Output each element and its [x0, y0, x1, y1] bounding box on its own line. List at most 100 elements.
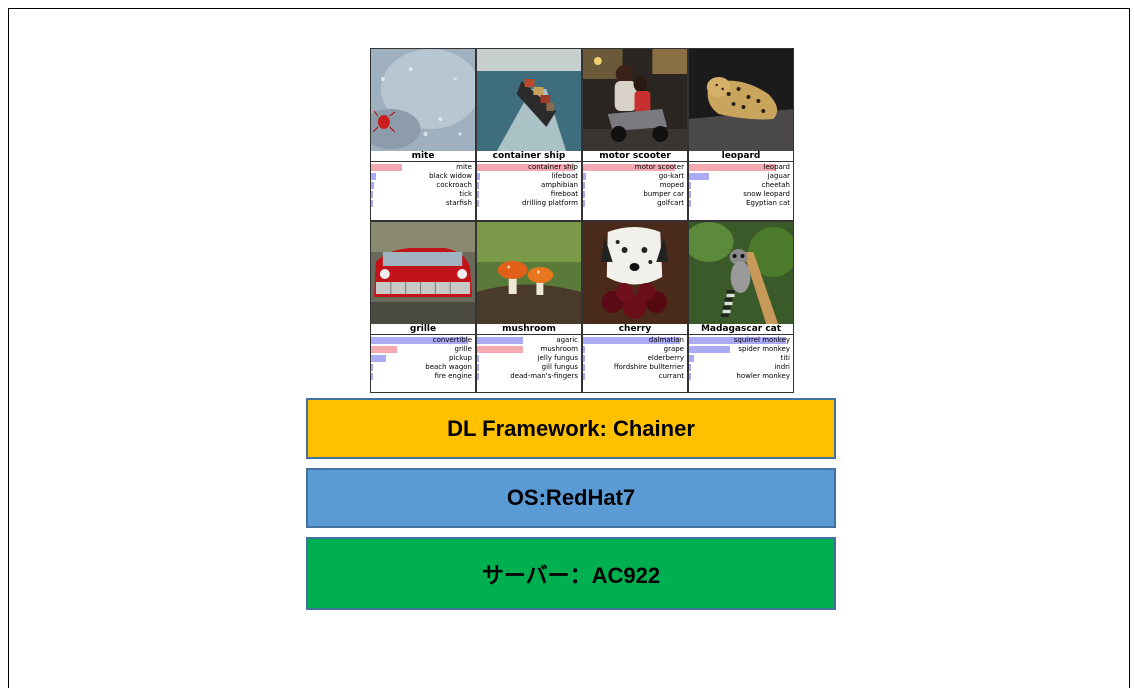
prediction-label: beach wagon	[425, 362, 472, 371]
example-photo-cherry	[583, 221, 687, 324]
prediction-label: dead-man's-fingers	[510, 371, 578, 380]
prediction-bar	[689, 354, 695, 362]
example-label: motor scooter	[599, 151, 671, 161]
prediction-bar	[583, 200, 586, 207]
prediction-bar	[689, 200, 692, 207]
prediction-bar	[583, 173, 587, 180]
prediction-label: elderberry	[647, 353, 684, 362]
prediction-list: container ship lifeboat amphibian firebo…	[477, 161, 581, 220]
prediction-label: dalmatian	[648, 335, 684, 344]
prediction-bar	[689, 345, 730, 353]
prediction-row: fireboat	[477, 190, 579, 199]
example-cell-mushroom: mushroom agaric mushroom jelly fungus gi…	[476, 220, 582, 393]
prediction-row: amphibian	[477, 181, 579, 190]
prediction-row: Egyptian cat	[689, 199, 791, 208]
prediction-list: convertible grille pickup beach wagon fi…	[371, 333, 475, 392]
example-cell-mite: mite mite black widow cockroach tick sta…	[370, 48, 476, 221]
prediction-label: mite	[456, 163, 472, 171]
framework-label: DL Framework: Chainer	[447, 415, 695, 441]
prediction-label: motor scooter	[634, 163, 684, 171]
prediction-bar	[583, 182, 586, 189]
prediction-label: convertible	[432, 335, 472, 344]
prediction-label: fire engine	[434, 371, 472, 380]
prediction-row: mite	[371, 163, 473, 172]
prediction-label: jaguar	[767, 172, 790, 180]
prediction-row: jelly fungus	[477, 354, 579, 363]
prediction-label: jelly fungus	[537, 353, 578, 362]
prediction-label: agaric	[556, 335, 578, 344]
prediction-list: squirrel monkey spider monkey titi indri…	[689, 333, 793, 392]
prediction-label: grape	[663, 344, 684, 353]
prediction-row: go-kart	[583, 172, 685, 181]
prediction-row: tick	[371, 190, 473, 199]
prediction-row: dalmatian	[583, 336, 685, 345]
prediction-bar	[477, 182, 480, 189]
prediction-bar	[371, 345, 397, 353]
prediction-row: bumper car	[583, 190, 685, 199]
prediction-label: spider monkey	[738, 344, 790, 353]
server-label: サーバー：AC922	[481, 562, 661, 588]
prediction-bar	[371, 164, 402, 171]
example-photo-container-ship	[477, 49, 581, 151]
prediction-row: fire engine	[371, 372, 473, 381]
prediction-row: convertible	[371, 336, 473, 345]
prediction-row: agaric	[477, 336, 579, 345]
prediction-row: gill fungus	[477, 363, 579, 372]
prediction-label: cheetah	[761, 181, 790, 189]
prediction-bar	[371, 363, 374, 371]
prediction-bar	[689, 164, 776, 171]
prediction-label: moped	[659, 181, 684, 189]
prediction-list: dalmatian grape elderberry ffordshire bu…	[583, 333, 687, 392]
prediction-label: gill fungus	[541, 362, 578, 371]
example-photo-mite	[371, 49, 475, 151]
prediction-bar	[477, 345, 523, 353]
prediction-bar	[583, 363, 586, 371]
classification-examples-grid: mite mite black widow cockroach tick sta…	[370, 48, 794, 393]
prediction-label: pickup	[449, 353, 472, 362]
prediction-bar	[371, 191, 374, 198]
prediction-bar	[583, 336, 680, 344]
prediction-label: cockroach	[436, 181, 472, 189]
prediction-row: ffordshire bullterrier	[583, 363, 685, 372]
prediction-row: jaguar	[689, 172, 791, 181]
prediction-bar	[477, 173, 481, 180]
example-cell-container-ship: container ship container ship lifeboat a…	[476, 48, 582, 221]
prediction-row: pickup	[371, 354, 473, 363]
example-label: container ship	[492, 151, 566, 161]
prediction-row: cockroach	[371, 181, 473, 190]
server-layer: サーバー：AC922	[306, 537, 836, 610]
prediction-bar	[371, 336, 468, 344]
prediction-bar	[689, 363, 692, 371]
prediction-row: cheetah	[689, 181, 791, 190]
prediction-row: black widow	[371, 172, 473, 181]
os-layer: OS:RedHat7	[306, 468, 836, 528]
prediction-label: snow leopard	[743, 190, 790, 198]
example-cell-leopard: leopard leopard jaguar cheetah snow leop…	[688, 48, 794, 221]
prediction-bar	[477, 354, 480, 362]
prediction-bar	[583, 191, 586, 198]
framework-layer: DL Framework: Chainer	[306, 398, 836, 459]
example-cell-madagascar-cat: Madagascar cat squirrel monkey spider mo…	[688, 220, 794, 393]
prediction-row: elderberry	[583, 354, 685, 363]
prediction-row: grape	[583, 345, 685, 354]
prediction-row: beach wagon	[371, 363, 473, 372]
example-label: mushroom	[502, 323, 556, 334]
example-cell-cherry: cherry dalmatian grape elderberry ffords…	[582, 220, 688, 393]
prediction-label: indri	[774, 362, 790, 371]
prediction-bar	[583, 345, 586, 353]
prediction-row: lifeboat	[477, 172, 579, 181]
example-label: grille	[409, 323, 437, 334]
prediction-label: squirrel monkey	[733, 335, 790, 344]
prediction-label: container ship	[528, 163, 578, 171]
prediction-row: grille	[371, 345, 473, 354]
prediction-bar	[689, 336, 786, 344]
prediction-label: lifeboat	[551, 172, 578, 180]
prediction-bar	[477, 336, 523, 344]
prediction-bar	[689, 191, 692, 198]
prediction-row: snow leopard	[689, 190, 791, 199]
example-label: mite	[411, 151, 435, 161]
prediction-bar	[371, 200, 374, 207]
example-label: leopard	[721, 151, 761, 161]
prediction-row: leopard	[689, 163, 791, 172]
prediction-label: bumper car	[643, 190, 684, 198]
